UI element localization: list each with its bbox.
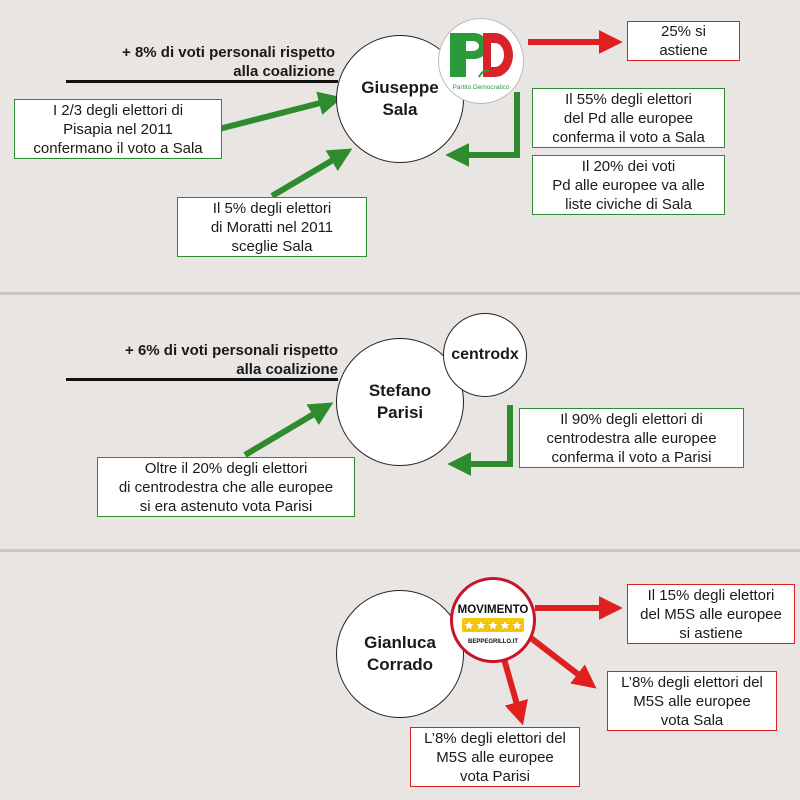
box-moratti-line3: sceglie Sala	[231, 237, 313, 255]
box-pd55-line1: Il 55% degli elettori	[565, 90, 692, 108]
m5s-logo-title: MOVIMENTO	[458, 604, 529, 616]
box-pd20-line2: Pd alle europee va alle	[552, 176, 705, 194]
box-moratti-line1: Il 5% degli elettori	[212, 199, 332, 217]
box-pd55: Il 55% degli elettori del Pd alle europe…	[532, 88, 725, 148]
box-m5s8-parisi-line2: M5S alle europee	[436, 748, 554, 766]
box-m5s15: Il 15% degli elettori del M5S alle europ…	[627, 584, 795, 644]
box-m5s8-sala: L’8% degli elettori del M5S alle europee…	[607, 671, 777, 731]
arrow-m5s-to-sala	[525, 632, 597, 689]
coalition-label-sala-line2: alla coalizione	[233, 63, 335, 80]
box-pisapia-line3: confermano il voto a Sala	[33, 139, 203, 157]
pd-logo-graphic: Partito Democratico	[450, 33, 513, 91]
box-pd55-line2: del Pd alle europee	[563, 109, 694, 127]
m5s-logo: MOVIMENTO BEPPEGRILLO.IT	[450, 577, 536, 663]
m5s-stars	[463, 619, 523, 631]
box-cdx90: Il 90% degli elettori di centrodestra al…	[519, 408, 744, 468]
arrow-m5s-to-parisi	[499, 651, 528, 726]
box-pd55-line3: conferma il voto a Sala	[552, 128, 705, 146]
box-pd20-line1: Il 20% dei voti	[581, 157, 676, 175]
box-moratti-line2: di Moratti nel 2011	[210, 218, 334, 236]
box-m5s8-parisi-line1: L’8% degli elettori del	[424, 729, 566, 747]
box-m5s8-parisi: L’8% degli elettori del M5S alle europee…	[410, 727, 580, 787]
candidate-circle-corrado: Gianluca Corrado	[336, 590, 464, 718]
box-sala-abstain-text: 25% si astiene	[659, 23, 708, 59]
box-pisapia: I 2/3 degli elettori di Pisapia nel 2011…	[14, 99, 222, 159]
box-cdx20-line3: si era astenuto vota Parisi	[139, 497, 313, 515]
box-pisapia-line2: Pisapia nel 2011	[63, 120, 173, 138]
box-cdx20: Oltre il 20% degli elettori di centrodes…	[97, 457, 355, 517]
coalition-label-sala: + 8% di voti personali rispetto alla coa…	[122, 43, 335, 81]
candidate-name-sala-first: Giuseppe	[361, 78, 439, 97]
box-cdx90-line2: centrodestra alle europee	[546, 429, 717, 447]
pd-logo: Partito Democratico	[438, 18, 524, 104]
box-pd20: Il 20% dei voti Pd alle europee va alle …	[532, 155, 725, 215]
coalition-label-parisi-line2: alla coalizione	[236, 361, 338, 378]
box-cdx20-line2: di centrodestra che alle europee	[118, 478, 334, 496]
box-m5s8-parisi-line3: vota Parisi	[459, 767, 530, 785]
arrow-pisapia-to-sala	[214, 91, 343, 133]
arrow-moratti-to-sala	[270, 148, 353, 199]
box-pisapia-line1: I 2/3 degli elettori di	[52, 101, 184, 119]
coalition-label-parisi: + 6% di voti personali rispetto alla coa…	[125, 341, 338, 379]
box-m5s8-sala-line1: L’8% degli elettori del	[621, 673, 763, 691]
box-cdx90-line3: conferma il voto a Parisi	[551, 448, 712, 466]
m5s-logo-graphic: MOVIMENTO BEPPEGRILLO.IT	[458, 604, 529, 645]
section-divider-2	[0, 549, 800, 552]
box-m5s15-line2: del M5S alle europee	[640, 605, 782, 623]
box-cdx90-line1: Il 90% degli elettori di	[560, 410, 703, 428]
box-sala-abstain: 25% si astiene	[627, 21, 740, 61]
box-cdx20-line1: Oltre il 20% degli elettori	[144, 459, 308, 477]
section-divider-1	[0, 292, 800, 295]
centrodx-badge: centrodx	[443, 313, 527, 397]
m5s-logo-caption: BEPPEGRILLO.IT	[468, 639, 518, 645]
candidate-name-sala-last: Sala	[382, 100, 418, 119]
coalition-line-sala	[66, 80, 338, 83]
candidate-name-parisi-last: Parisi	[376, 403, 424, 422]
box-moratti: Il 5% degli elettori di Moratti nel 2011…	[177, 197, 367, 257]
arrow-cdx90-to-parisi	[447, 405, 513, 476]
coalition-label-parisi-line1: + 6% di voti personali rispetto	[125, 342, 338, 359]
coalition-line-parisi	[66, 378, 338, 381]
centrodx-label: centrodx	[451, 346, 519, 363]
candidate-circle-parisi: Stefano Parisi	[336, 338, 464, 466]
coalition-label-sala-line1: + 8% di voti personali rispetto	[122, 44, 335, 61]
box-pd20-line3: liste civiche di Sala	[565, 195, 692, 213]
box-m5s8-sala-line3: vota Sala	[660, 711, 724, 729]
candidate-name-parisi-first: Stefano	[368, 381, 432, 400]
box-m5s8-sala-line2: M5S alle europee	[633, 692, 751, 710]
candidate-name-corrado-last: Corrado	[366, 655, 434, 674]
box-m5s15-line3: si astiene	[679, 624, 743, 642]
candidate-name-corrado-first: Gianluca	[364, 633, 436, 652]
pd-logo-caption: Partito Democratico	[452, 84, 509, 91]
arrow-cdx20-to-parisi	[243, 402, 334, 458]
box-m5s15-line1: Il 15% degli elettori	[647, 586, 775, 604]
